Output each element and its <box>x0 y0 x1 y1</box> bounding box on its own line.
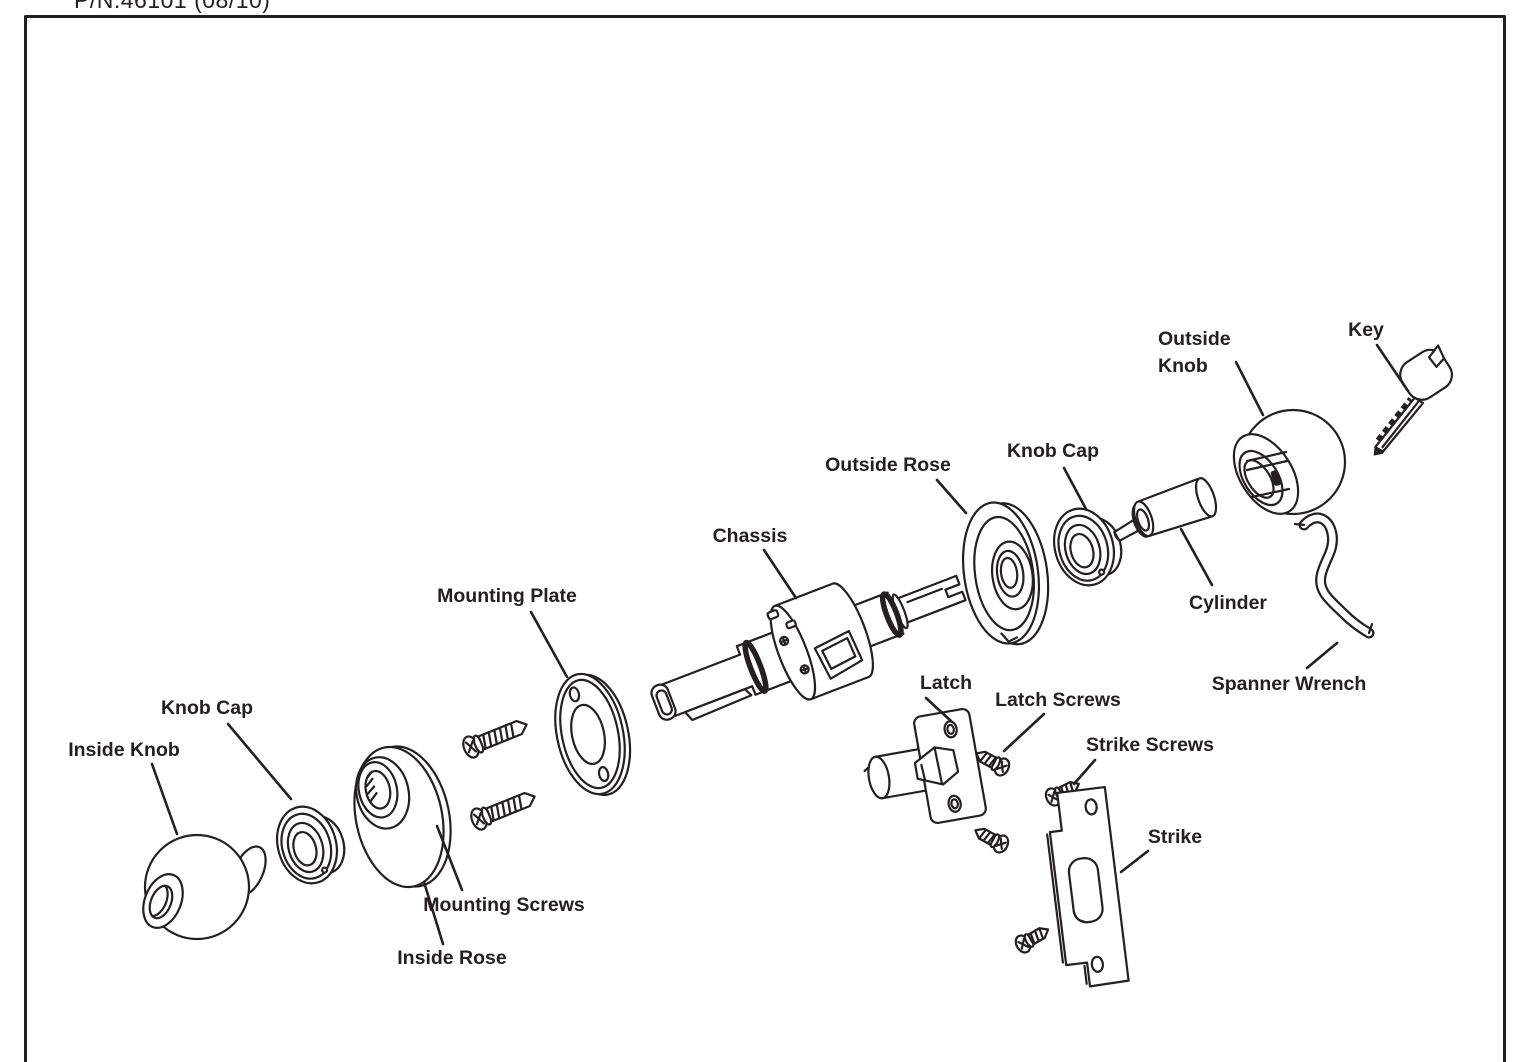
part-strike <box>1046 785 1130 988</box>
label-mounting-plate: Mounting Plate <box>437 585 577 607</box>
part-outside-knob <box>1232 408 1347 516</box>
label-cylinder: Cylinder <box>1189 592 1267 614</box>
part-number-text: P/N:46101 (08/10) <box>74 0 271 13</box>
part-latch <box>863 707 987 825</box>
label-latch-screws: Latch Screws <box>995 689 1121 711</box>
leader-inside-rose <box>422 880 445 946</box>
leader-mounting-screws <box>435 824 464 892</box>
leader-lines <box>150 343 1410 946</box>
label-spanner-wrench: Spanner Wrench <box>1212 673 1367 695</box>
leader-spanner-wrench <box>1305 641 1339 670</box>
part-cylinder <box>1113 477 1218 542</box>
part-mounting-screw-lower <box>470 791 536 831</box>
label-knob-cap-inside: Knob Cap <box>161 697 253 719</box>
leader-cylinder <box>1179 527 1214 587</box>
part-mounting-screw-upper <box>462 719 528 759</box>
label-key: Key <box>1348 319 1384 341</box>
label-strike: Strike <box>1148 826 1202 848</box>
part-inside-knob <box>142 833 267 941</box>
label-outside-rose: Outside Rose <box>825 454 951 476</box>
leader-knob-cap-inside <box>226 722 293 801</box>
part-inside-rose <box>353 745 452 889</box>
part-strike-screw-lower <box>1014 927 1050 954</box>
leader-knob-cap-outside <box>1062 466 1088 511</box>
part-latch-screw-lower <box>974 827 1010 854</box>
label-chassis: Chassis <box>713 525 788 547</box>
label-mounting-screws: Mounting Screws <box>423 894 585 916</box>
leader-key <box>1375 343 1410 393</box>
label-latch: Latch <box>920 672 972 694</box>
part-spanner-wrench <box>1293 512 1375 639</box>
label-knob-cap-outside: Knob Cap <box>1007 440 1099 462</box>
leader-chassis <box>762 548 798 600</box>
label-inside-rose: Inside Rose <box>397 947 507 969</box>
label-strike-screws: Strike Screws <box>1086 734 1214 756</box>
leader-strike-screws <box>1072 758 1097 786</box>
part-outside-rose <box>961 501 1050 646</box>
part-chassis <box>650 574 967 722</box>
leader-latch-screws <box>1002 712 1046 753</box>
part-mounting-plate <box>554 672 632 797</box>
leader-inside-knob <box>150 762 179 836</box>
part-key <box>1373 344 1453 456</box>
part-knob-cap-inside <box>276 805 346 885</box>
label-inside-knob: Inside Knob <box>68 739 180 761</box>
part-latch-screw-upper <box>975 750 1011 777</box>
diagram-frame <box>24 15 1506 1062</box>
leader-mounting-plate <box>529 610 569 679</box>
leader-strike <box>1119 849 1150 874</box>
leader-outside-rose <box>935 478 968 515</box>
leader-outside-knob <box>1234 360 1265 417</box>
part-knob-cap-outside <box>1053 507 1123 587</box>
leader-latch <box>924 696 953 723</box>
